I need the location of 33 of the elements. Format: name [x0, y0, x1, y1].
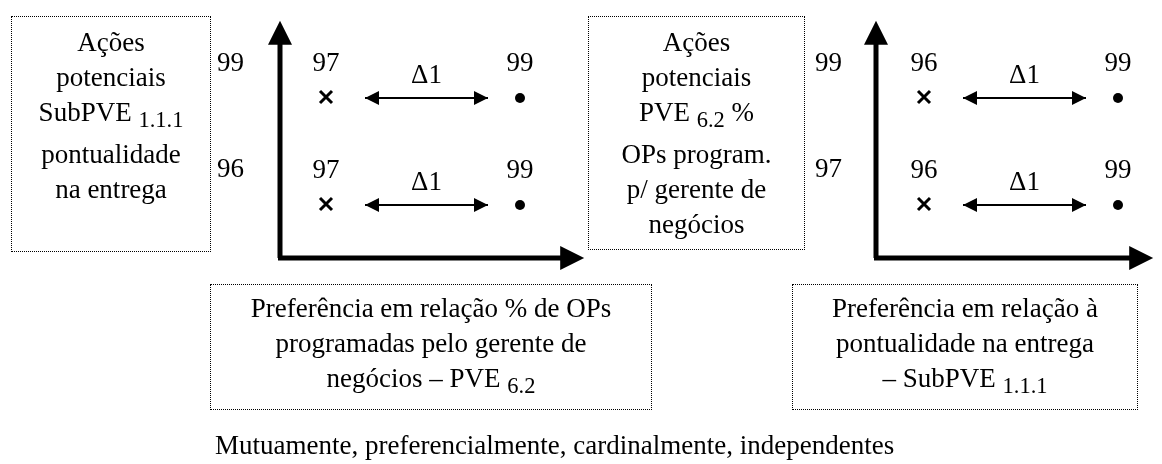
- axis-value: 96: [217, 154, 244, 182]
- value-label: 96: [910, 155, 938, 183]
- axis-value: 97: [815, 154, 842, 182]
- value-label: 96: [910, 48, 938, 76]
- box-text: Preferência em relação % de OPs programadas pelo gerente de negócios – PVE $_{6.2}$: [249, 292, 613, 401]
- value-label: 99: [1104, 155, 1132, 183]
- double-arrow: [364, 198, 489, 212]
- box-text: Preferência em relação à pontualidade na entrega – SubPVE $_{1.1.1}$: [830, 292, 1100, 401]
- cross-marker-icon: [915, 195, 933, 213]
- dot-marker-icon: [1112, 199, 1124, 211]
- text-box: [210, 284, 652, 410]
- text-box: [792, 284, 1138, 410]
- value-label: 97: [312, 48, 340, 76]
- cross-marker-icon: [317, 88, 335, 106]
- double-arrow: [962, 91, 1087, 105]
- cross-marker-icon: [915, 88, 933, 106]
- box-text: Ações potenciais SubPVE $_{1.1.1}$ pontualidade na entrega: [37, 26, 185, 207]
- value-label: 97: [312, 155, 340, 183]
- value-label: 99: [1104, 48, 1132, 76]
- dot-marker-icon: [514, 199, 526, 211]
- text-box: [11, 16, 211, 252]
- dot-marker-icon: [514, 92, 526, 104]
- cross-marker-icon: [317, 195, 335, 213]
- box-text: Ações potenciais PVE $_{6.2}$ % OPs program. p/ gerente de negócios: [620, 26, 773, 242]
- axis-value: 99: [815, 48, 842, 76]
- caption: Mutuamente, preferencialmente, cardinalmente, independentes: [215, 430, 895, 461]
- text-box: [588, 16, 805, 250]
- dot-marker-icon: [1112, 92, 1124, 104]
- value-label: 99: [506, 155, 534, 183]
- double-arrow: [962, 198, 1087, 212]
- axis-value: 99: [217, 48, 244, 76]
- value-label: 99: [506, 48, 534, 76]
- double-arrow: [364, 91, 489, 105]
